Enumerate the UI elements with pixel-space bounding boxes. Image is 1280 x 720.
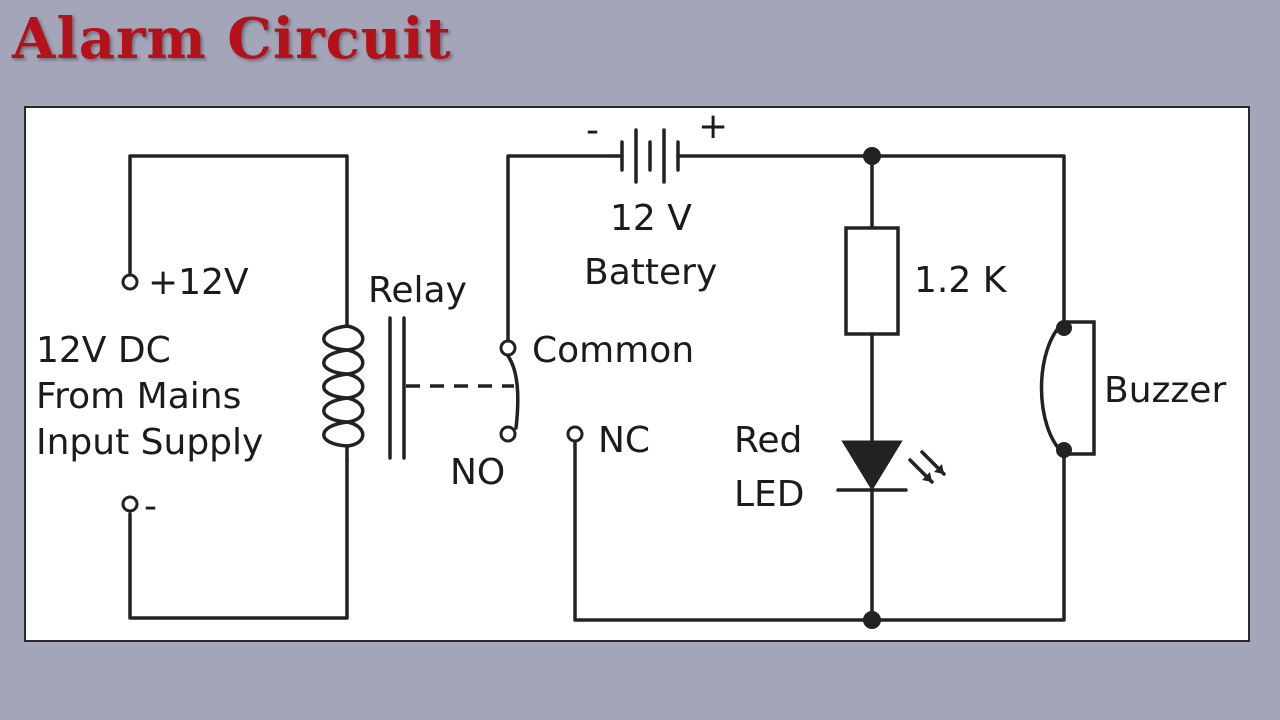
plus12v-terminal xyxy=(121,273,139,291)
battery-voltage-label: 12 V xyxy=(610,198,692,239)
circuit-diagram: +12V - 12V DC From Mains Input Supply Re… xyxy=(36,108,1226,629)
battery-symbol xyxy=(614,128,874,184)
supply-label-line3: Input Supply xyxy=(36,422,263,463)
plus12v-label: +12V xyxy=(148,262,249,303)
junction-bottom xyxy=(863,611,881,629)
battery-plus-label: + xyxy=(698,108,728,147)
battery-minus-label: - xyxy=(586,110,599,151)
common-terminal xyxy=(499,339,517,357)
common-label: Common xyxy=(532,330,694,371)
buzzer-label: Buzzer xyxy=(1104,370,1226,411)
led-symbol xyxy=(836,440,946,622)
led-label-line1: Red xyxy=(734,420,802,461)
supply-loop xyxy=(121,154,349,620)
circuit-panel: +12V - 12V DC From Mains Input Supply Re… xyxy=(24,106,1250,642)
supply-label-line1: 12V DC xyxy=(36,330,171,371)
relay-coil xyxy=(322,316,514,462)
relay-switch xyxy=(499,154,874,622)
nc-terminal xyxy=(566,425,584,443)
nc-label: NC xyxy=(598,420,650,461)
supply-label-line2: From Mains xyxy=(36,376,241,417)
led-label-line2: LED xyxy=(734,474,805,515)
page-title: Alarm Circuit xyxy=(12,6,452,72)
top-right-wire xyxy=(870,154,1066,324)
common-wire xyxy=(506,154,618,342)
relay-label: Relay xyxy=(368,270,467,311)
minus-label: - xyxy=(144,486,157,527)
supply-bottom-wire xyxy=(128,458,349,620)
switch-blade xyxy=(506,354,520,430)
battery-name-label: Battery xyxy=(584,252,717,293)
buzzer-symbol xyxy=(870,320,1096,622)
supply-top-wire xyxy=(128,154,349,328)
resistor-value-label: 1.2 K xyxy=(914,260,1008,301)
resistor-symbol xyxy=(844,154,900,444)
no-terminal xyxy=(499,425,517,443)
no-label: NO xyxy=(450,452,505,493)
minus-terminal xyxy=(121,495,139,513)
nc-wire xyxy=(573,440,874,622)
